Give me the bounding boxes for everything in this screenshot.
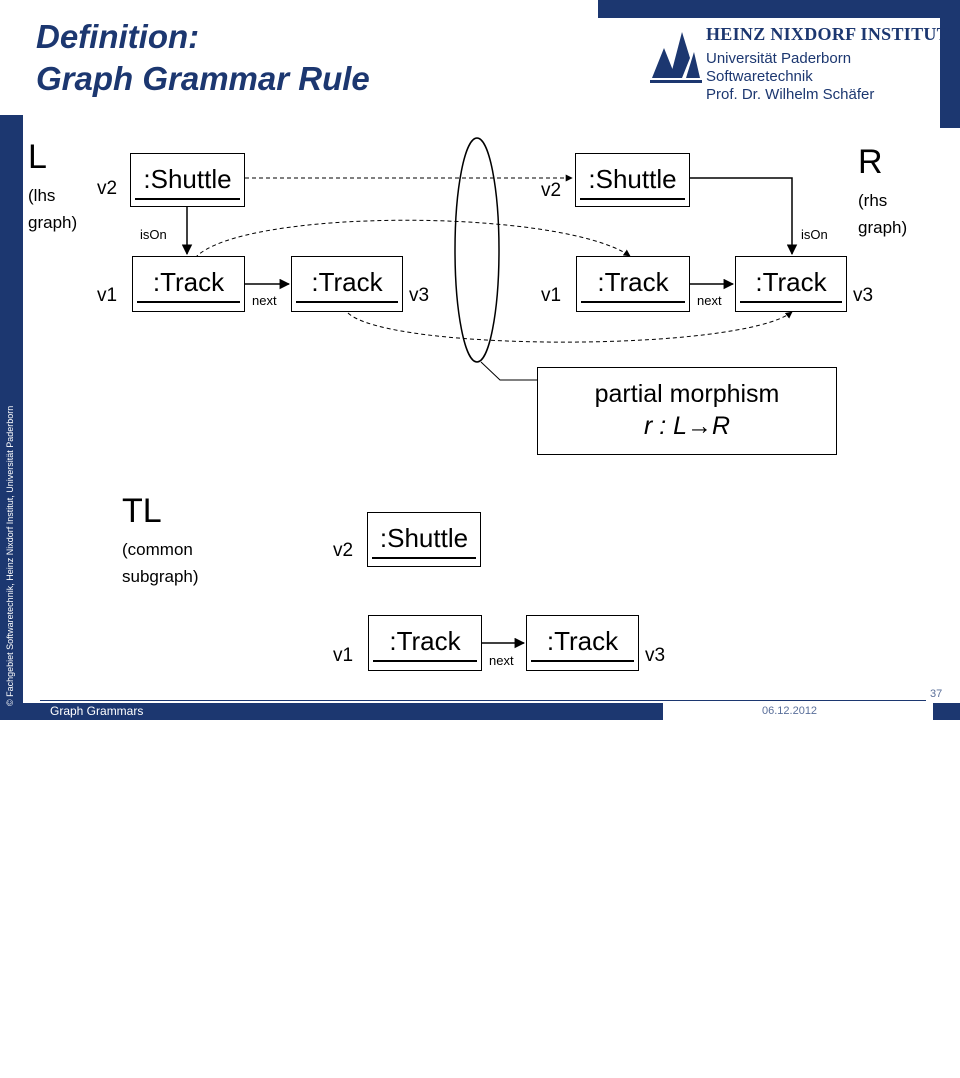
copyright-text: © Fachgebiet Softwaretechnik, Heinz Nixd…: [5, 405, 15, 706]
lhs-ison-label: isOn: [140, 227, 167, 242]
lhs-desc-line1: (lhs: [28, 186, 56, 205]
lhs-shuttle-label: :Shuttle: [143, 164, 232, 194]
lhs-desc-line2: graph): [28, 213, 78, 232]
morphism-ellipse: [454, 137, 500, 363]
footer-date-area: [663, 703, 933, 720]
morph-track2-arrow: [347, 311, 793, 343]
footer-rule: [40, 700, 926, 701]
morphism-box: partial morphism r : L→R: [537, 367, 837, 455]
tl-desc-line1: (common: [122, 540, 193, 559]
institute-university: Universität Paderborn: [706, 50, 852, 67]
tl-track2-underline: [531, 660, 634, 662]
tl-shuttle-label: :Shuttle: [379, 523, 469, 553]
institute-professor: Prof. Dr. Wilhelm Schäfer: [706, 86, 875, 103]
rhs-next-label: next: [697, 293, 722, 308]
rhs-var-shuttle: v2: [541, 180, 562, 201]
lhs-track2-underline: [296, 301, 398, 303]
tl-track1-label: :Track: [389, 626, 461, 656]
tl-letter: TL: [122, 492, 162, 530]
diagram-connectors: [181, 137, 798, 649]
rhs-shuttle-label: :Shuttle: [588, 164, 677, 194]
lhs-shuttle-node: :Shuttle: [130, 153, 245, 207]
rhs-ison-label: isOn: [801, 227, 828, 242]
lhs-track1-label: :Track: [152, 267, 225, 297]
tl-shuttle-node: :Shuttle: [367, 512, 481, 567]
rhs-var-track1: v1: [541, 285, 562, 306]
tl-track1-node: :Track: [368, 615, 482, 671]
lhs-track2-label: :Track: [311, 267, 383, 297]
lhs-track1-node: :Track: [132, 256, 245, 312]
footer-lecture: Graph Grammars: [50, 704, 144, 718]
copyright-note: © Fachgebiet Softwaretechnik, Heinz Nixd…: [2, 406, 19, 1078]
header-side-bar: [940, 0, 960, 128]
tl-track2-node: :Track: [526, 615, 639, 671]
footer-date: 06.12.2012: [762, 705, 818, 717]
morph-track1-arrow: [194, 219, 631, 259]
rhs-track1-label: :Track: [597, 267, 669, 297]
institute-department: Softwaretechnik: [706, 68, 813, 85]
rhs-ison-edge: [690, 177, 798, 256]
tl-var-shuttle: v2: [333, 540, 354, 561]
rhs-letter: R: [858, 143, 883, 181]
lhs-next-label: next: [252, 293, 277, 308]
lhs-var-track1: v1: [97, 285, 118, 306]
lhs-shuttle-underline: [135, 198, 240, 200]
logo-mark-icon: [650, 32, 702, 83]
morphism-pointer: [480, 361, 537, 381]
tl-var-track1: v1: [333, 645, 354, 666]
rhs-track2-label: :Track: [755, 267, 827, 297]
rhs-desc-line2: graph): [858, 218, 908, 237]
rhs-var-track2: v3: [853, 285, 874, 306]
morphism-line1: partial morphism: [594, 380, 780, 408]
lhs-track2-node: :Track: [291, 256, 403, 312]
tl-track1-underline: [373, 660, 477, 662]
slide-title-line1: Definition:: [36, 18, 200, 55]
tl-next-label: next: [489, 653, 514, 668]
tl-shuttle-underline: [372, 557, 476, 559]
morphism-line2: r : L→R: [643, 412, 731, 440]
lhs-var-shuttle: v2: [97, 178, 118, 199]
rhs-track2-node: :Track: [735, 256, 847, 312]
rhs-track1-node: :Track: [576, 256, 690, 312]
slide-title-line2: Graph Grammar Rule: [36, 60, 370, 97]
rhs-shuttle-node: :Shuttle: [575, 153, 690, 207]
rhs-shuttle-underline: [580, 198, 685, 200]
page-number: 37: [930, 688, 943, 700]
slide-title: Definition: Graph Grammar Rule: [36, 16, 370, 100]
lhs-var-track2: v3: [409, 285, 430, 306]
rhs-track1-underline: [581, 301, 685, 303]
rhs-track2-underline: [740, 301, 842, 303]
tl-desc-line2: subgraph): [122, 567, 199, 586]
lhs-track1-underline: [137, 301, 240, 303]
institute-name: HEINZ NIXDORF INSTITUT: [706, 24, 949, 44]
header-bar: [598, 0, 960, 18]
side-strip: [0, 115, 23, 720]
tl-track2-label: :Track: [546, 626, 619, 656]
lhs-letter: L: [28, 138, 47, 176]
tl-var-track2: v3: [645, 645, 666, 666]
rhs-desc-line1: (rhs: [858, 191, 888, 210]
